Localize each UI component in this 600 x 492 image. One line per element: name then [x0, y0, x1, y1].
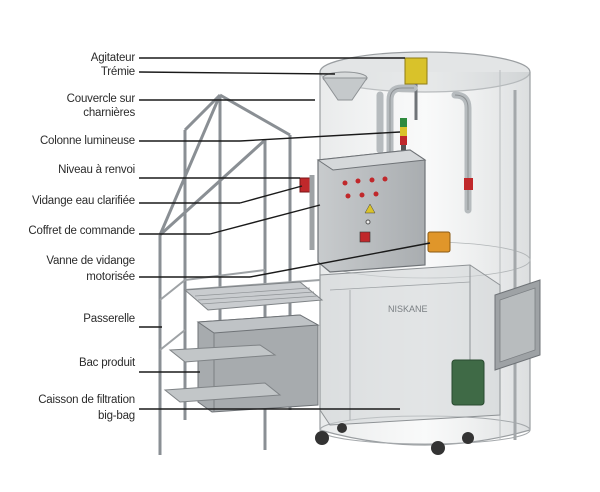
platform-grate — [183, 281, 324, 311]
stairs — [163, 344, 282, 403]
control-cabinet — [316, 149, 427, 273]
brand-logo: NISKANE — [388, 304, 428, 314]
column-light — [400, 118, 407, 155]
label-bac-produit: Bac produit — [79, 357, 135, 369]
side-panel — [494, 279, 541, 371]
label-vidange-eau: Vidange eau clarifiée — [31, 195, 135, 207]
drain-valve — [464, 178, 473, 190]
label-caisson-line2: big-bag — [98, 410, 135, 422]
label-passerelle: Passerelle — [83, 313, 135, 325]
label-coffret-commande: Coffret de commande — [28, 225, 135, 237]
label-couvercle-line2: charnières — [83, 107, 135, 119]
label-colonne-lumineuse: Colonne lumineuse — [39, 135, 135, 147]
label-niveau-renvoi: Niveau à renvoi — [58, 164, 135, 176]
label-caisson-line1: Caisson de filtration — [38, 394, 135, 406]
label-vanne-line1: Vanne de vidange — [46, 255, 135, 267]
wheels — [315, 423, 474, 455]
label-agitateur: Agitateur — [90, 52, 135, 64]
label-tremie: Trémie — [100, 66, 135, 78]
motorized-valve — [427, 231, 451, 253]
label-couvercle-line1: Couvercle sur — [66, 93, 136, 105]
pump-motor — [451, 359, 485, 406]
agitator-motor — [404, 57, 428, 85]
label-vanne-line2: motorisée — [86, 271, 135, 283]
hopper — [322, 71, 368, 101]
leader-lines — [138, 57, 431, 410]
